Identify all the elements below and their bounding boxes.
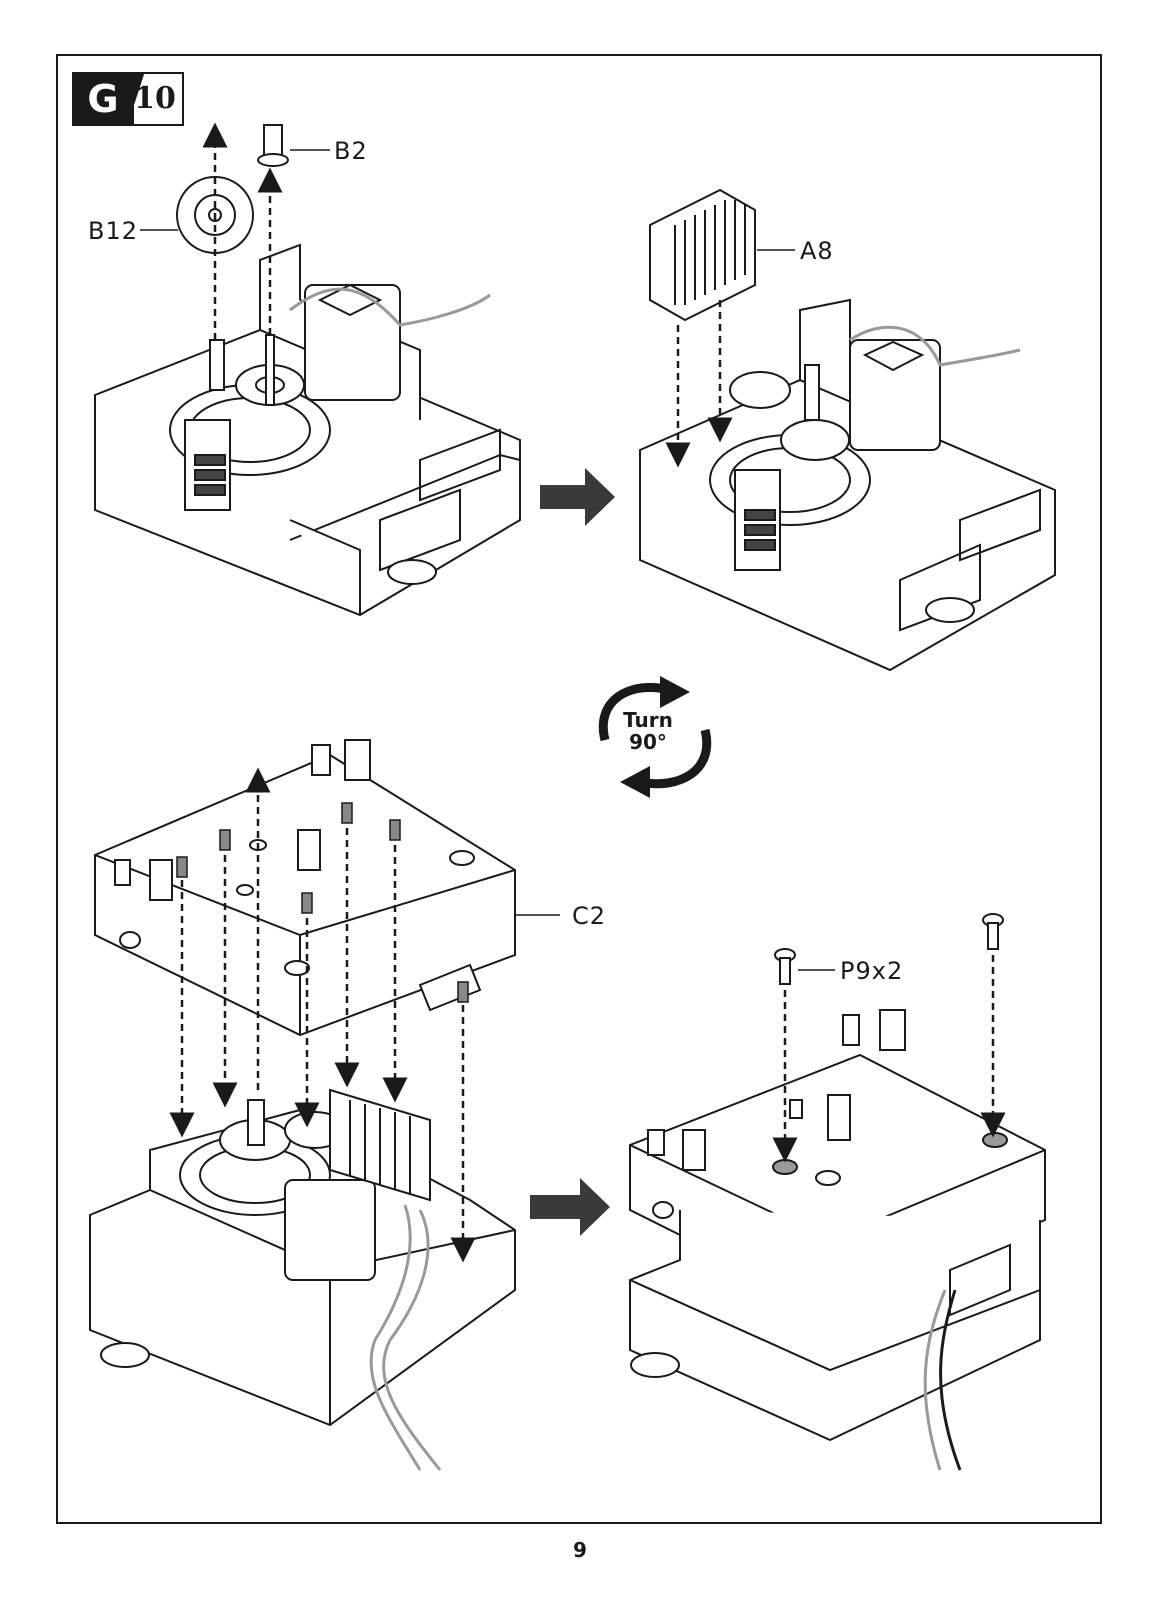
lid-c2 [95, 740, 515, 1035]
label-a8: A8 [800, 237, 834, 265]
shaft-b2 [258, 125, 288, 166]
turn-arrowhead-top [660, 676, 690, 708]
housing-with-gears-top-right [640, 300, 1055, 670]
next-step-arrow-2 [530, 1178, 610, 1236]
assembled-housing-bottom-right [630, 1010, 1045, 1470]
turn-arrowhead-bottom [620, 766, 650, 798]
next-step-arrow-1 [540, 468, 615, 526]
label-b2: B2 [334, 137, 368, 165]
cover-a8 [650, 190, 755, 320]
label-b12: B12 [88, 217, 138, 245]
page-number: 9 [0, 1538, 1160, 1562]
housing-bottom-left [90, 1090, 515, 1470]
turn-label: Turn [612, 708, 684, 732]
label-p9: P9x2 [840, 957, 903, 985]
turn-angle: 90° [612, 730, 684, 754]
label-c2: C2 [572, 902, 606, 930]
